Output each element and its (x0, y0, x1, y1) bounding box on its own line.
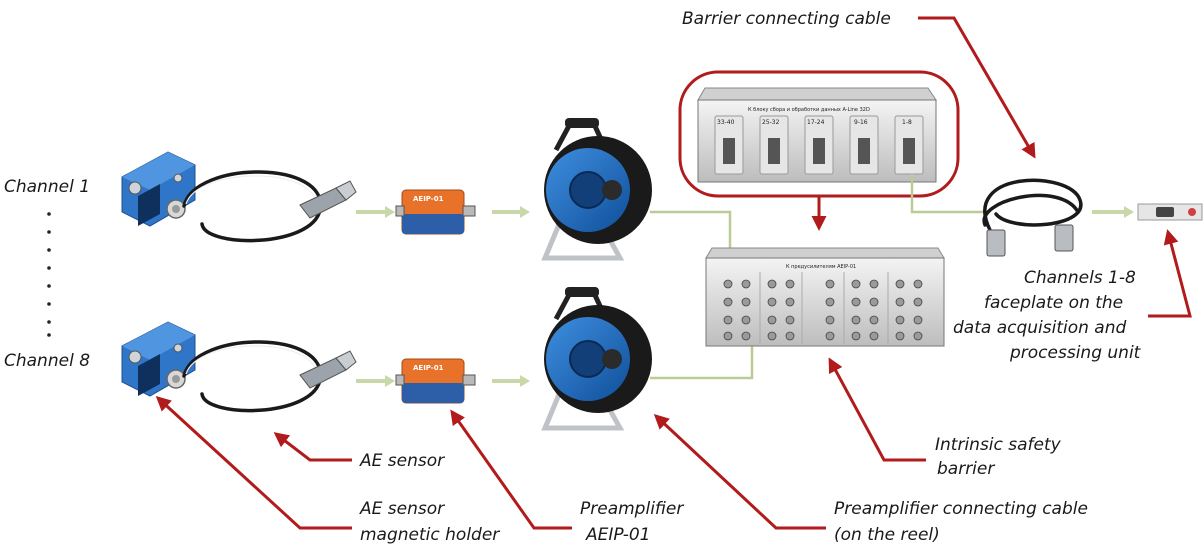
holder-label-line-2: magnetic holder (360, 525, 500, 545)
reel-8-cable (650, 340, 754, 380)
ae-sensor-label: AE sensor (359, 451, 445, 471)
barrier-title: К предусилителям AEIP-01 (786, 264, 856, 270)
unit-port-label: 1-8 (902, 119, 912, 126)
barrier-label-line-2: barrier (937, 459, 995, 479)
faceplate-label-line-4: processing unit (1009, 343, 1142, 363)
preamplifier-channel-1: AEIP-01 (395, 189, 476, 235)
cable-reel-channel-8 (541, 287, 652, 431)
unit-port-list: 33-40 25-32 17-24 9-16 1-8 (714, 115, 924, 175)
reel-cable-arrow (653, 413, 826, 530)
preamp-label: Preamplifier AEIP-01 (580, 499, 684, 545)
faceplate-label-line-2: faceplate on the (984, 293, 1123, 313)
unit-port-cable (910, 174, 985, 214)
reel-cable-label: Preamplifier connecting cable (on the re… (834, 499, 1088, 545)
flow-arrowhead-8a (385, 375, 395, 387)
channel-8-label: Channel 8 (4, 351, 90, 371)
faceplate-label: Channels 1-8 faceplate on the data acqui… (953, 268, 1142, 363)
preamp-label-line-2: AEIP-01 (585, 525, 650, 545)
ellipsis-dots (47, 212, 51, 337)
flow-arrowhead-faceplate (1124, 206, 1134, 218)
intrinsic-safety-barrier: К предусилителям AEIP-01 (705, 247, 945, 347)
unit-port-label: 9-16 (854, 119, 868, 126)
barrier-label: Intrinsic safety barrier (935, 435, 1062, 479)
unit-port-label: 17-24 (807, 119, 825, 126)
ae-sensor-channel-1 (121, 151, 357, 243)
ae-sensor-arrow (273, 432, 352, 462)
unit-port-17-24: 17-24 (804, 115, 834, 175)
unit-port-33-40: 33-40 (714, 115, 744, 175)
reel-cable-label-line-1: Preamplifier connecting cable (834, 499, 1088, 519)
faceplate-label-line-3: data acquisition and (953, 318, 1126, 338)
faceplate-arrow (1148, 229, 1192, 318)
preamp-1-label: AEIP-01 (413, 195, 444, 203)
barrier-cable-arrow (918, 16, 1036, 159)
flow-arrowhead-1b (520, 206, 530, 218)
preamp-8-label: AEIP-01 (413, 364, 444, 372)
cable-reel-channel-1 (541, 118, 652, 261)
holder-arrow (155, 395, 352, 530)
faceplate-label-line-1: Channels 1-8 (1024, 268, 1136, 288)
barrier-connecting-cable (982, 178, 1083, 257)
barrier-label-line-1: Intrinsic safety (935, 435, 1062, 455)
preamplifier-channel-8: AEIP-01 (395, 358, 476, 404)
unit-port-9-16: 9-16 (849, 115, 879, 175)
preamp-arrow (450, 409, 572, 530)
unit-port-1-8: 1-8 (894, 115, 924, 175)
ae-sensor-channel-8 (121, 321, 357, 413)
unit-port-label: 25-32 (762, 119, 780, 126)
holder-label: AE sensor magnetic holder (359, 499, 500, 545)
flow-arrowhead-8b (520, 375, 530, 387)
barrier-arrow (828, 357, 926, 462)
preamp-label-line-1: Preamplifier (580, 499, 684, 519)
barrier-cable-label: Barrier connecting cable (682, 9, 891, 29)
flow-arrowhead-1a (385, 206, 395, 218)
unit-title: К блоку сбора и обработки данных A-Line … (748, 107, 870, 113)
unit-port-label: 33-40 (717, 119, 735, 126)
reel-cable-label-line-2: (on the reel) (834, 525, 940, 545)
channel-1-label: Channel 1 (4, 177, 90, 197)
unit-port-25-32: 25-32 (759, 115, 789, 175)
faceplate (1137, 203, 1203, 221)
holder-label-line-1: AE sensor (359, 499, 445, 519)
